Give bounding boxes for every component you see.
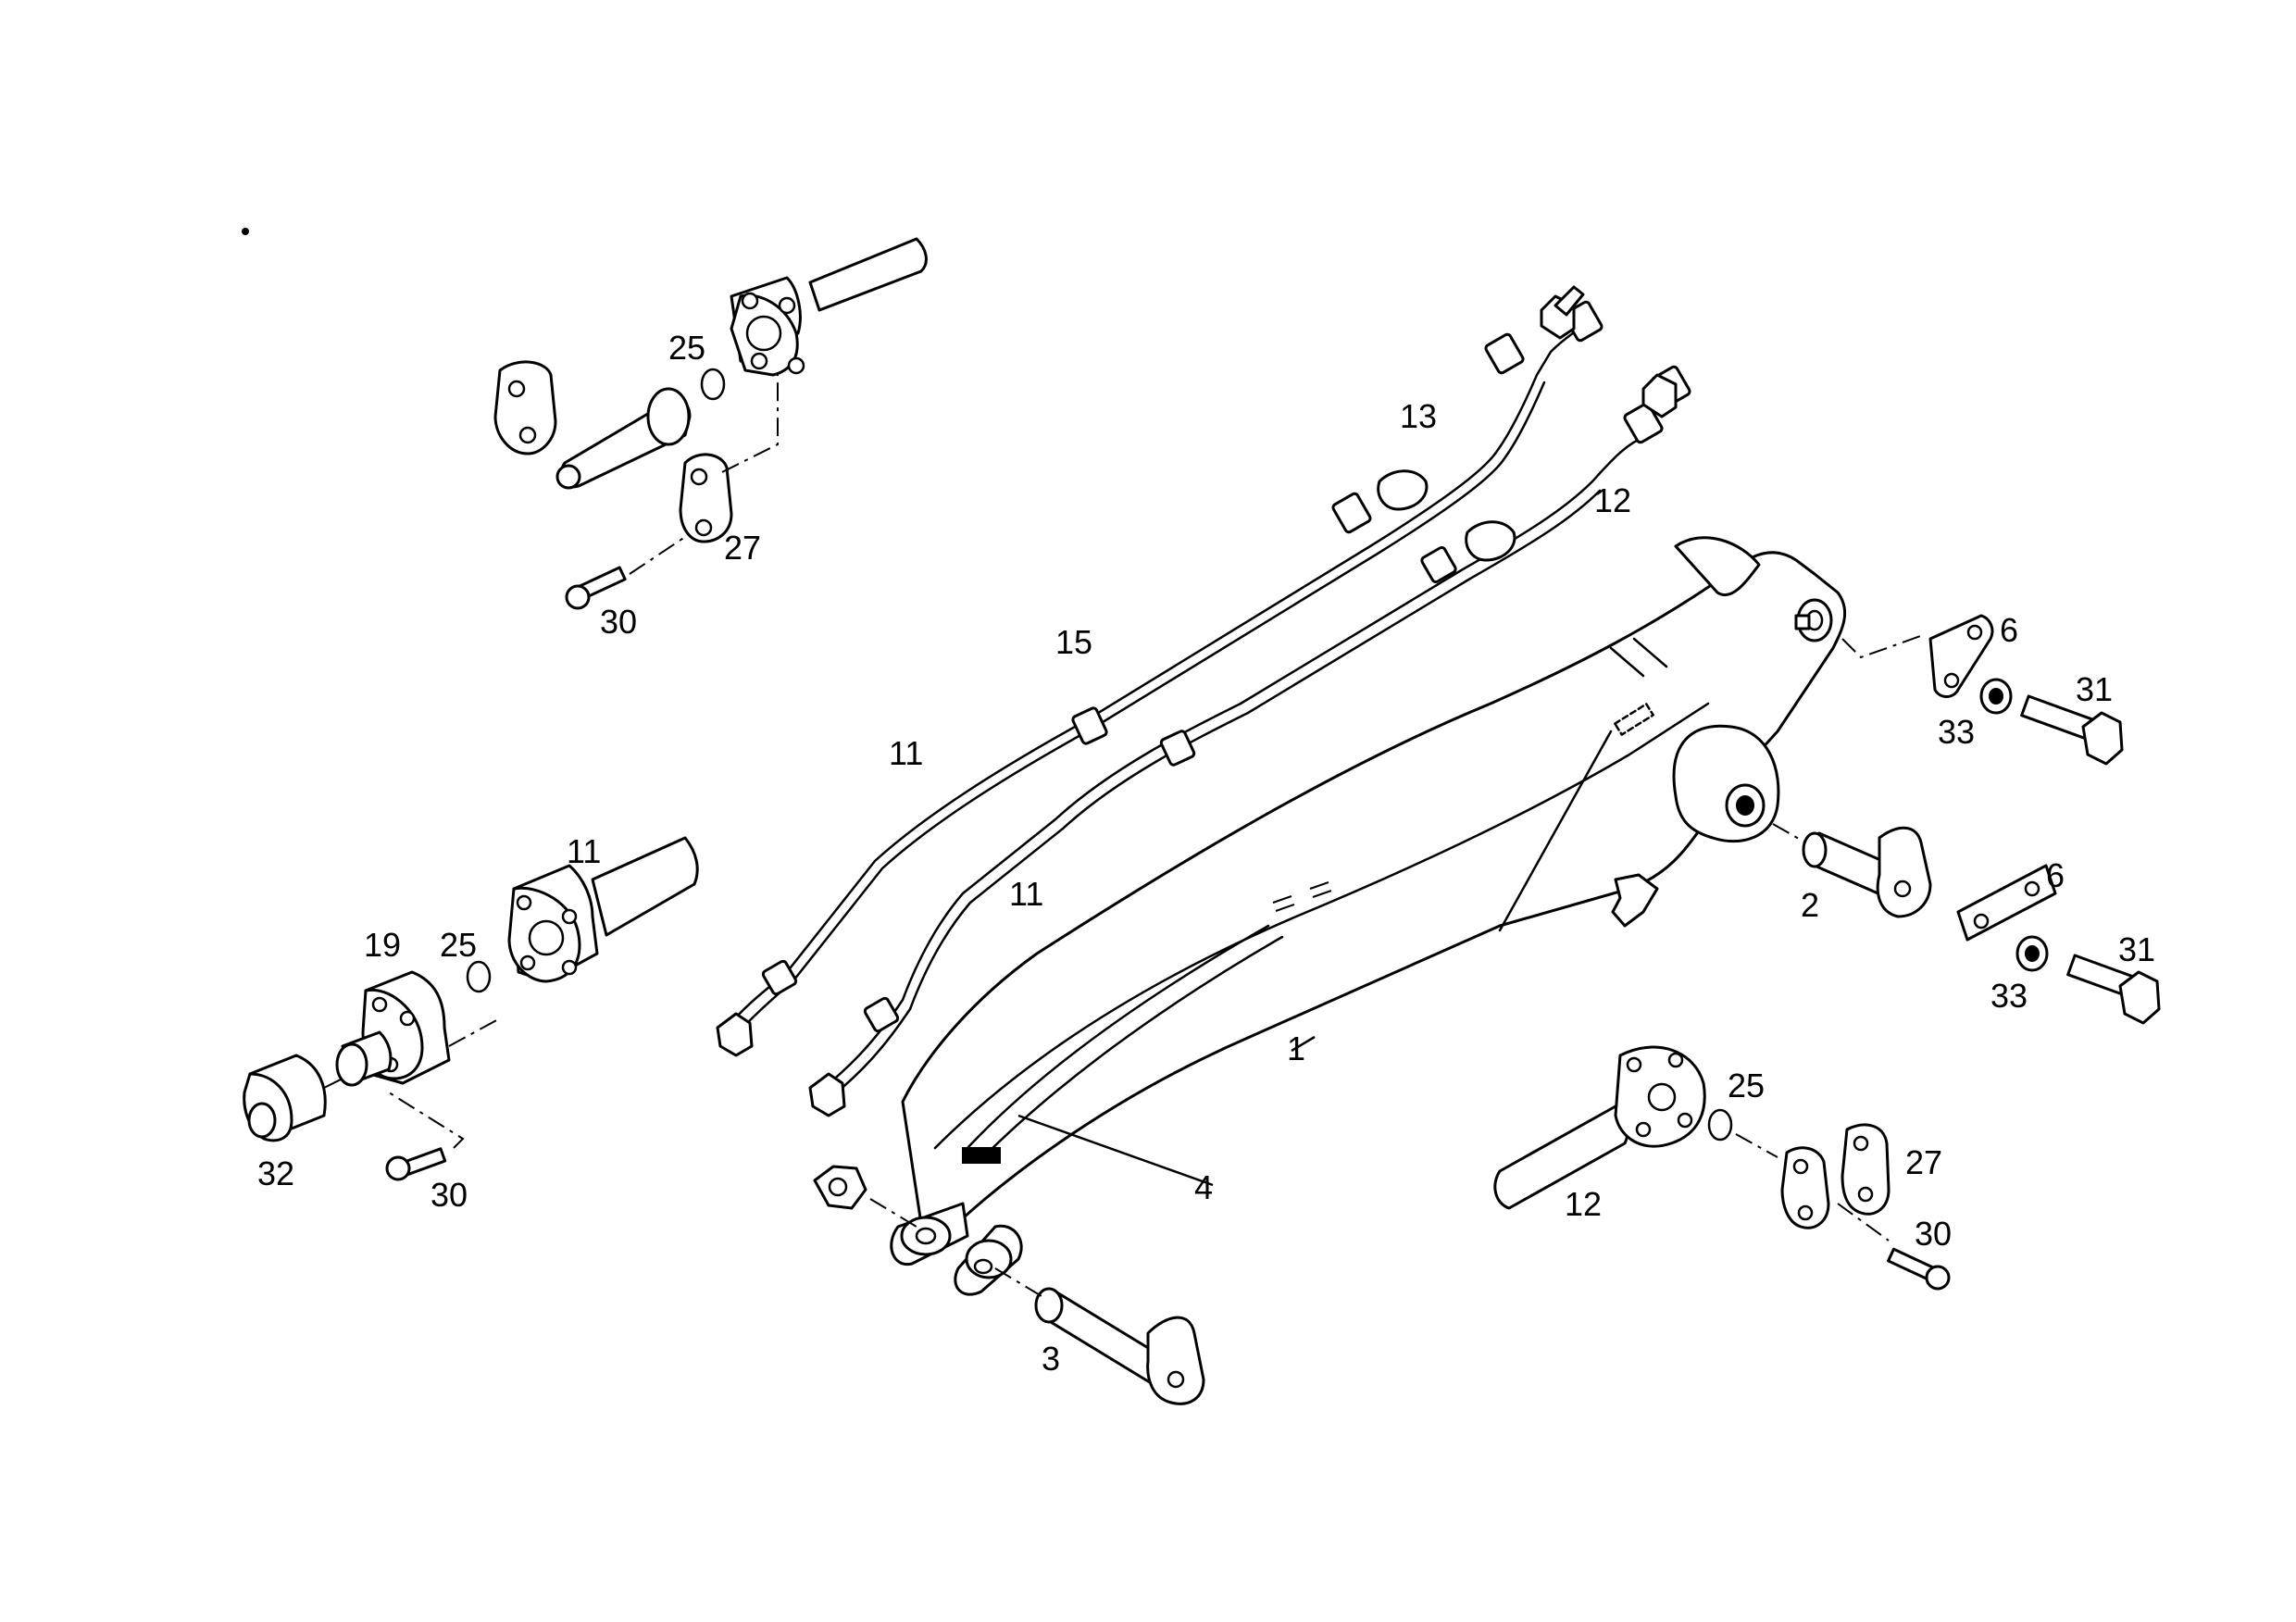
callout-31-upper: 31	[2076, 670, 2113, 708]
callout-25-right: 25	[1728, 1067, 1765, 1104]
callout-15: 15	[1055, 623, 1092, 661]
upper-pin-axis	[1841, 633, 1927, 659]
clamp-15	[761, 300, 1691, 1033]
callout-13: 13	[1400, 397, 1437, 435]
callout-19: 19	[364, 926, 401, 964]
bolt-31-lower	[2066, 954, 2161, 1025]
callout-4: 4	[1194, 1168, 1213, 1206]
callout-32: 32	[257, 1154, 294, 1192]
callout-12-main: 12	[1594, 481, 1631, 519]
callout-33-upper: 33	[1938, 713, 1975, 751]
callout-numbers: 1 2 3 4 6 6 11 11 11 12 12 13 15 19 25 2…	[257, 329, 2155, 1378]
washer-33-upper	[1979, 678, 2013, 715]
callout-27-top: 27	[724, 529, 761, 567]
callout-33-lower: 33	[1990, 977, 2028, 1015]
callout-12-flange: 12	[1565, 1185, 1602, 1223]
callout-11-flange: 11	[567, 832, 601, 870]
left-fitting-group	[243, 836, 699, 1181]
plate-6-upper	[1928, 614, 1994, 698]
callout-6-upper: 6	[2000, 611, 2018, 649]
hydraulic-line-12-11	[822, 433, 1650, 1099]
callout-31-lower: 31	[2118, 930, 2155, 968]
stray-dot	[242, 228, 249, 235]
callout-25-top: 25	[668, 329, 705, 367]
pipe-4	[962, 924, 1284, 1164]
callout-30-right: 30	[1915, 1215, 1952, 1253]
line-end-fittings	[716, 285, 1678, 1117]
callout-3: 3	[1042, 1340, 1060, 1378]
callout-2: 2	[1801, 886, 1819, 924]
boom-arm	[890, 536, 1847, 1296]
right-flange-group	[1493, 1045, 1951, 1291]
callout-25-left: 25	[440, 926, 477, 964]
callout-30-left: 30	[430, 1176, 468, 1214]
callout-30-top: 30	[600, 603, 637, 641]
pin-2	[1772, 823, 1932, 918]
callout-6-lower: 6	[2046, 856, 2065, 894]
washer-33-lower	[2015, 935, 2049, 972]
leader-lines	[1017, 1035, 1316, 1187]
callout-1: 1	[1287, 1029, 1305, 1067]
pin-3	[994, 1267, 1205, 1405]
callout-11-lower: 11	[1009, 875, 1043, 913]
callout-27-right: 27	[1905, 1143, 1942, 1181]
callout-11-upper: 11	[889, 734, 923, 772]
bolt-31-upper	[2020, 694, 2124, 766]
plate-6-lower	[1956, 864, 2057, 942]
top-flange-group	[493, 237, 928, 610]
nut-lug	[813, 1165, 917, 1228]
